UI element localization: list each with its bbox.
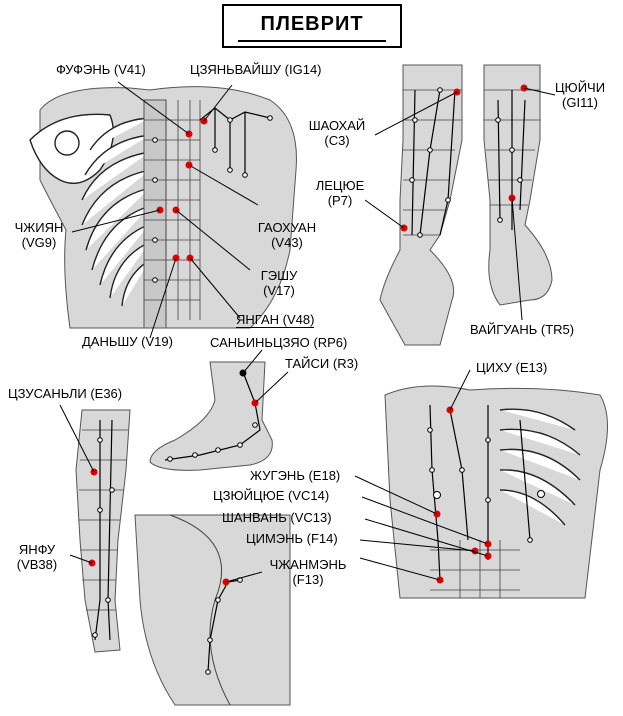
side-contour — [169, 514, 231, 706]
label-zhugen: ЖУГЭНЬ (Е18) — [250, 468, 341, 483]
label-danshu: ДАНЬШУ (V19) — [82, 334, 173, 349]
label-leceue-code: (P7) — [327, 193, 353, 208]
label-yanfu-name: ЯНФУ — [18, 542, 56, 557]
chest-skin — [384, 385, 608, 599]
label-taisi: ТАЙСИ (R3) — [285, 356, 359, 371]
label-chzhanmen-name: ЧЖАНМЭНЬ — [269, 557, 347, 572]
point-tr5 — [508, 194, 516, 202]
chest-figure — [354, 369, 608, 599]
label-shaohai: ШАОХАЙ (С3) — [302, 118, 372, 148]
label-cihu: ЦИХУ (Е13) — [476, 360, 548, 375]
label-gaohuan-name: ГАОХУАН — [257, 220, 317, 235]
label-shaohai-name: ШАОХАЙ — [308, 118, 366, 133]
label-cimen: ЦИМЭНЬ (F14) — [246, 531, 338, 546]
arm-figures — [364, 64, 556, 346]
foot-figure — [149, 349, 289, 471]
label-gaohuan-code: (V43) — [271, 235, 303, 250]
label-chzhanmen-code: (F13) — [292, 572, 324, 587]
label-cyuichi: ЦЮЙЧИ (GI11) — [550, 80, 610, 110]
ribs — [81, 117, 151, 307]
label-chzhiyan-name: ЧЖИЯН — [14, 220, 64, 235]
title-underline — [238, 40, 386, 42]
label-cyuichi-code: (GI11) — [562, 95, 598, 110]
title-box: ПЛЕВРИТ — [222, 4, 402, 48]
chest-leaders — [354, 369, 489, 581]
label-fufen: ФУФЭНЬ (V41) — [56, 62, 146, 77]
side-leader — [225, 571, 263, 583]
label-gaohuan: ГАОХУАН (V43) — [252, 220, 322, 250]
label-yanfu-code: (VB38) — [16, 557, 58, 572]
spine — [143, 99, 167, 329]
side-white-points — [205, 577, 243, 675]
side-figure — [134, 514, 291, 706]
label-shanvan: ШАНВАНЬ (VC13) — [222, 510, 332, 525]
label-vaiguan: ВАЙГУАНЬ (TR5) — [470, 322, 575, 337]
page-title: ПЛЕВРИТ — [260, 13, 364, 35]
label-geshu-code: (V17) — [263, 283, 295, 298]
arm-white-points — [409, 87, 523, 238]
label-leceue-name: ЛЕЦЮЕ — [315, 178, 365, 193]
label-yanfu: ЯНФУ (VB38) — [10, 542, 64, 572]
label-yangan: ЯНГАН (V48) — [236, 312, 315, 328]
label-chzhanmen: ЧЖАНМЭНЬ (F13) — [268, 557, 348, 587]
label-chzhiyan-code: (VG9) — [21, 235, 57, 250]
leg-skin — [75, 409, 131, 653]
label-czyanvaishu: ЦЗЯНЬВАЙШУ (IG14) — [190, 62, 322, 77]
label-leceue: ЛЕЦЮЕ (P7) — [312, 178, 368, 208]
right-forearm — [483, 64, 553, 306]
leg-figure — [59, 404, 131, 653]
label-sanyinczyao: САНЬИНЬЦЗЯО (RP6) — [210, 335, 348, 350]
back-figure — [29, 81, 297, 339]
foot-leaders — [242, 349, 289, 404]
leg-grid — [79, 429, 128, 611]
chest-ribs — [499, 408, 581, 526]
label-geshu-name: ГЭШУ — [260, 268, 298, 283]
label-geshu: ГЭШУ (V17) — [254, 268, 304, 298]
label-cyuichi-name: ЦЮЙЧИ — [554, 80, 606, 95]
foot-white-points — [167, 422, 258, 462]
label-chzhiyan: ЧЖИЯН (VG9) — [8, 220, 70, 250]
chest-white-points — [427, 427, 545, 543]
leg-leaders — [59, 404, 95, 564]
label-czyuiceue: ЦЗЮЙЦЮЕ (VC14) — [213, 488, 330, 503]
back-leaders — [71, 81, 259, 339]
foot-skin — [149, 361, 273, 471]
back-white-points — [152, 115, 273, 283]
label-czusanli: ЦЗУСАНЬЛИ (Е36) — [8, 386, 123, 401]
shoulder-joint — [54, 130, 80, 156]
left-forearm — [379, 64, 463, 346]
label-shaohai-code: (С3) — [324, 133, 350, 148]
leg-white-points — [92, 437, 115, 638]
arm-leaders — [364, 87, 556, 321]
